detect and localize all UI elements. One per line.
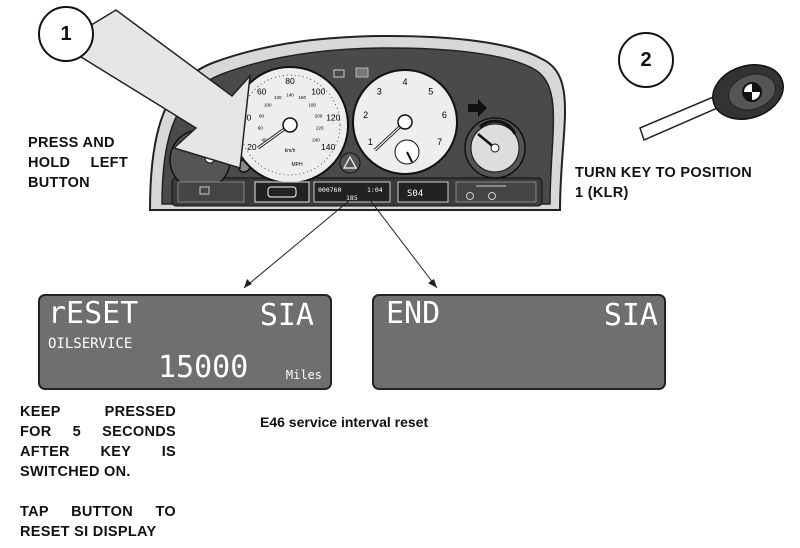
end-lcd-display: END SIA	[372, 294, 666, 390]
speedometer-unit: km/h	[285, 148, 296, 154]
gauge-tick-label: 40	[242, 112, 252, 122]
instr-line: RESET SI DISPLAY	[20, 524, 157, 540]
gauge-tick-label: 200	[315, 113, 323, 118]
speedometer-unit-mph: MPH	[291, 162, 303, 168]
gauge-tick-label: 60	[258, 126, 264, 131]
gauge-tick-label: 5	[428, 87, 433, 97]
gauge-tick-label: 140	[286, 93, 294, 98]
gauge-tick-label: 60	[257, 86, 267, 96]
gauge-tick-label: 7	[437, 137, 442, 147]
keep-pressed-instruction: KEEP PRESSED FOR 5 SECONDS AFTER KEY IS …	[20, 402, 176, 482]
caption: E46 service interval reset	[260, 414, 429, 430]
gauge-tick-label: 80	[259, 113, 265, 118]
turn-key-instruction: TURN KEY TO POSITION 1 (KLR)	[575, 163, 785, 203]
service-indicator-reading: S04	[407, 189, 423, 199]
gauge-tick-label: 6	[442, 110, 447, 120]
gauge-tick-label: 1	[368, 137, 373, 147]
gauge-tick-label: 180	[309, 103, 317, 108]
reset-line1-right: SIA	[259, 298, 314, 333]
press-hold-instruction: PRESS AND HOLD LEFT BUTTON	[28, 133, 128, 193]
gauge-tick-label: 120	[274, 95, 282, 100]
tap-button-instruction: TAP BUTTON TO RESET SI DISPLAY	[20, 502, 176, 542]
speedometer-tick-labels: 2040608010012014040608010012014016018020…	[242, 76, 341, 152]
battery-warning-icon	[333, 69, 345, 78]
reset-lcd-display: rESET SIA OILSERVICE 15000 Miles	[38, 294, 332, 390]
step-1-number: 1	[60, 22, 72, 45]
instr-line: BUTTON	[28, 175, 90, 191]
step-1-badge: 1	[38, 6, 94, 62]
pointer-line-left	[243, 199, 351, 289]
gauge-tick-label: 100	[311, 86, 325, 96]
reset-value: 15000	[158, 350, 249, 385]
gauge-tick-label: 120	[326, 112, 340, 122]
end-line1-right: SIA	[603, 298, 658, 333]
trip-reading: 185	[346, 194, 358, 202]
turn-signal-right-icon	[468, 99, 487, 117]
reset-unit: Miles	[285, 368, 322, 382]
gauge-tick-label: 2	[363, 110, 368, 120]
left-indicator-panel	[177, 181, 245, 203]
reset-label: OILSERVICE	[48, 336, 133, 352]
instr-line: TURN KEY TO POSITION	[575, 165, 753, 181]
gauge-tick-label: 3	[377, 87, 382, 97]
instr-line: 1 (KLR)	[575, 185, 629, 201]
car-key-icon	[639, 64, 784, 142]
gauge-tick-label: 140	[321, 142, 335, 152]
pointer-line-right	[369, 199, 438, 289]
instr-line: TAP BUTTON TO	[20, 504, 176, 520]
gauge-tick-label: 4	[402, 77, 407, 87]
odometer-reading: 000760	[318, 186, 342, 194]
tachometer-tick-labels: 1 2 3 4 5 6 7	[363, 77, 447, 147]
instr-line: KEEP PRESSED	[20, 404, 176, 420]
gauge-tick-label: 220	[316, 126, 324, 131]
instr-line: FOR 5 SECONDS	[20, 424, 176, 440]
gauge-tick-label: 100	[264, 103, 272, 108]
service-indicator-display	[397, 181, 449, 203]
end-line1: END	[386, 296, 441, 331]
step-2-badge: 2	[618, 32, 674, 88]
reset-line1: rESET	[48, 296, 139, 331]
gauge-tick-label: 20	[247, 142, 257, 152]
right-indicator-panel	[455, 181, 537, 203]
step-2-number: 2	[640, 48, 652, 71]
gauge-tick-label: 40	[261, 138, 267, 143]
instr-line: AFTER KEY IS	[20, 444, 176, 460]
clock-reading: 1:04	[367, 186, 383, 194]
instr-line: HOLD LEFT	[28, 155, 128, 171]
top-indicator-icon	[355, 67, 369, 78]
instr-line: PRESS AND	[28, 135, 115, 151]
gauge-tick-label: 240	[312, 138, 320, 143]
instr-line: SWITCHED ON.	[20, 464, 131, 480]
gauge-tick-label: 160	[298, 95, 306, 100]
gauge-tick-label: 80	[285, 76, 295, 86]
car-door-display	[254, 181, 310, 203]
odometer-display	[313, 181, 391, 203]
